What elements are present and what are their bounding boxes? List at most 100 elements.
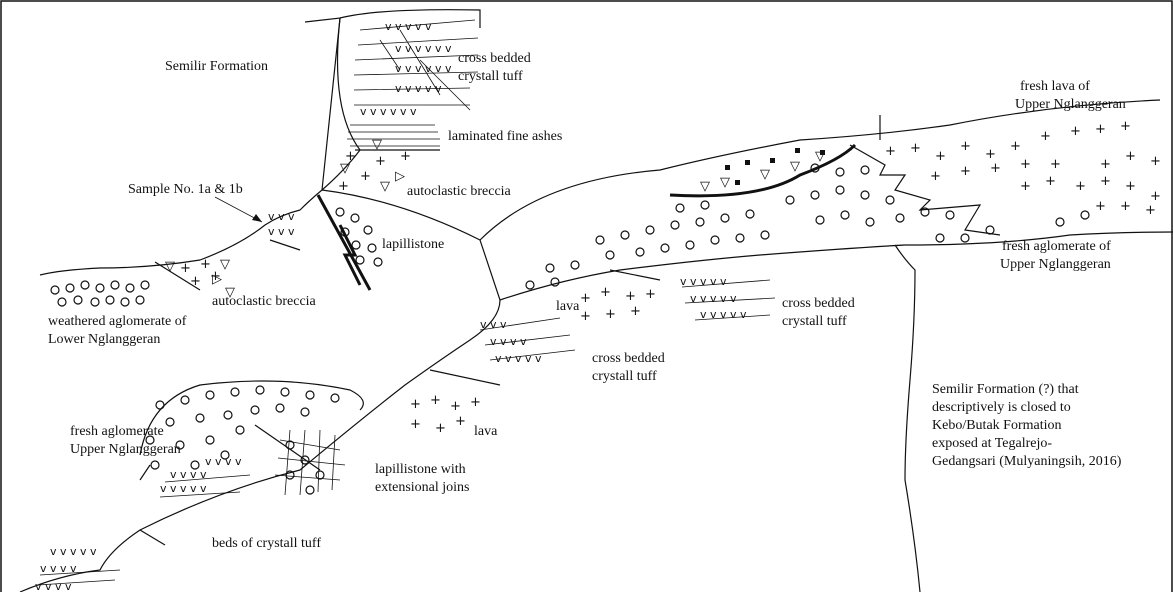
svg-text:▽: ▽ xyxy=(700,179,710,194)
svg-text:v v v v v: v v v v v xyxy=(690,292,737,305)
svg-text:▽: ▽ xyxy=(220,257,230,272)
svg-text:+: + xyxy=(960,164,971,179)
svg-text:+: + xyxy=(410,417,421,432)
svg-text:v v v v: v v v v xyxy=(205,455,242,468)
svg-text:+: + xyxy=(375,154,386,169)
svg-text:v v v v v: v v v v v xyxy=(160,482,207,495)
label-semilir-q-5: Gedangsari (Mulyaningsih, 2016) xyxy=(932,454,1122,469)
svg-text:v v v v: v v v v xyxy=(490,335,527,348)
label-cross-bedded-mid-1: cross bedded xyxy=(592,351,665,366)
label-lava-low: lava xyxy=(474,424,498,439)
svg-text:+: + xyxy=(1125,179,1136,194)
label-fresh-aglomerate-right-1: fresh aglomerate of xyxy=(1002,239,1111,254)
label-laminated-fine-ashes: laminated fine ashes xyxy=(448,129,562,144)
label-lapillistone-joins-1: lapillistone with xyxy=(375,462,466,477)
svg-text:v v v v v: v v v v v xyxy=(395,82,442,95)
svg-text:v v v v v v: v v v v v v xyxy=(395,42,452,55)
svg-text:+: + xyxy=(990,161,1001,176)
svg-text:+: + xyxy=(1070,124,1081,139)
label-lapillistone: lapillistone xyxy=(382,237,444,252)
svg-text:+: + xyxy=(1095,122,1106,137)
label-autoclastic-breccia-upper: autoclastic breccia xyxy=(407,184,512,199)
label-cross-bedded-right-2: crystall tuff xyxy=(782,314,847,329)
svg-text:+: + xyxy=(935,149,946,164)
svg-text:v v v v v v: v v v v v v xyxy=(395,62,452,75)
svg-text:+: + xyxy=(435,421,446,436)
svg-text:▽: ▽ xyxy=(720,175,730,190)
svg-text:+: + xyxy=(1075,179,1086,194)
svg-text:+: + xyxy=(645,287,656,302)
label-fresh-aglomerate-left-1: fresh aglomerate xyxy=(70,424,164,439)
svg-text:+: + xyxy=(600,285,611,300)
svg-text:+: + xyxy=(1150,154,1161,169)
svg-text:▽: ▽ xyxy=(340,161,350,176)
label-cross-bedded-mid-2: crystall tuff xyxy=(592,369,657,384)
svg-text:+: + xyxy=(360,169,371,184)
svg-text:v v v v: v v v v xyxy=(35,580,72,592)
svg-text:+: + xyxy=(455,414,466,429)
svg-text:+: + xyxy=(190,274,201,289)
svg-text:+: + xyxy=(1095,199,1106,214)
svg-text:+: + xyxy=(338,179,349,194)
svg-text:+: + xyxy=(1020,179,1031,194)
svg-text:+: + xyxy=(625,289,636,304)
label-beds-crystall-tuff: beds of crystall tuff xyxy=(212,536,321,551)
svg-text:+: + xyxy=(450,399,461,414)
laminated-lines xyxy=(347,125,440,146)
label-lapillistone-joins-2: extensional joins xyxy=(375,480,470,495)
label-semilir-q-4: exposed at Tegalrejo- xyxy=(932,436,1052,451)
svg-text:v v v: v v v xyxy=(268,225,295,238)
svg-text:v v v v v: v v v v v xyxy=(385,20,432,33)
label-semilir-q-3: Kebo/Butak Formation xyxy=(932,418,1062,433)
label-fresh-lava-2: Upper Nglanggeran xyxy=(1015,97,1126,112)
svg-text:▽: ▽ xyxy=(380,179,390,194)
svg-text:▽: ▽ xyxy=(760,167,770,182)
svg-text:+: + xyxy=(605,307,616,322)
label-fresh-aglomerate-right-2: Upper Nglanggeran xyxy=(1000,257,1111,272)
svg-text:v v v: v v v xyxy=(268,210,295,223)
svg-text:+: + xyxy=(1150,189,1161,204)
svg-text:+: + xyxy=(580,291,591,306)
svg-text:+: + xyxy=(1100,174,1111,189)
label-cross-bedded-top-1: cross bedded xyxy=(458,51,531,66)
svg-text:+: + xyxy=(1040,129,1051,144)
svg-text:+: + xyxy=(580,309,591,324)
svg-text:+: + xyxy=(910,141,921,156)
svg-text:▷: ▷ xyxy=(395,169,405,184)
label-semilir-q-1: Semilir Formation (?) that xyxy=(932,382,1079,397)
svg-text:▽: ▽ xyxy=(372,137,382,152)
sample-pointer xyxy=(215,197,262,222)
label-cross-bedded-right-1: cross bedded xyxy=(782,296,855,311)
svg-text:+: + xyxy=(1050,157,1061,172)
svg-text:v v v v v: v v v v v xyxy=(50,545,97,558)
svg-text:+: + xyxy=(1045,174,1056,189)
svg-text:▽: ▽ xyxy=(790,159,800,174)
svg-text:+: + xyxy=(470,395,481,410)
label-fresh-aglomerate-left-2: Upper Nglanggeran xyxy=(70,442,181,457)
svg-text:+: + xyxy=(1125,149,1136,164)
label-autoclastic-breccia-lower: autoclastic breccia xyxy=(212,294,317,309)
svg-text:+: + xyxy=(985,147,996,162)
svg-text:v v v v v v: v v v v v v xyxy=(360,105,417,118)
thick-contacts xyxy=(318,145,855,290)
svg-text:+: + xyxy=(400,149,411,164)
svg-text:+: + xyxy=(1020,157,1031,172)
label-fresh-lava-1: fresh lava of xyxy=(1020,79,1090,94)
svg-text:+: + xyxy=(1120,199,1131,214)
svg-text:+: + xyxy=(960,139,971,154)
breccia-blocks xyxy=(725,148,825,185)
svg-text:+: + xyxy=(430,393,441,408)
svg-text:▽: ▽ xyxy=(165,259,175,274)
svg-text:+: + xyxy=(630,304,641,319)
svg-text:+: + xyxy=(1100,157,1111,172)
svg-text:+: + xyxy=(930,169,941,184)
svg-text:v v v v v: v v v v v xyxy=(680,275,727,288)
label-weathered-2: Lower Nglanggeran xyxy=(48,332,160,347)
svg-text:+: + xyxy=(410,397,421,412)
svg-text:+: + xyxy=(1010,139,1021,154)
label-lava-mid: lava xyxy=(556,299,580,314)
label-semilir-q-2: descriptively is closed to xyxy=(932,400,1071,415)
svg-text:+: + xyxy=(1145,203,1156,218)
label-semilir-formation: Semilir Formation xyxy=(165,59,268,74)
